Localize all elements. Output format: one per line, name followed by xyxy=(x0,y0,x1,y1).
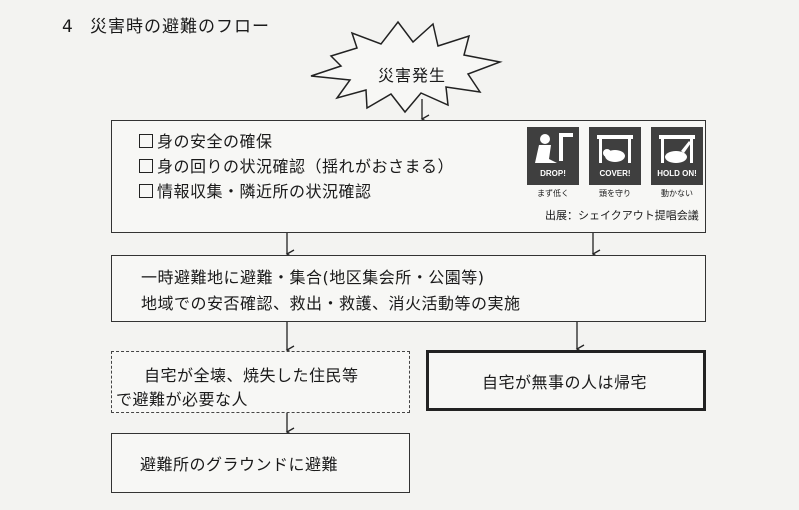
right-branch-label: 自宅が無事の人は帰宅 xyxy=(482,373,648,392)
right-branch-box xyxy=(426,350,706,411)
checkbox-icon xyxy=(139,184,153,198)
checkbox-icon xyxy=(139,134,153,148)
disaster-occurs-label: 災害発生 xyxy=(378,66,447,85)
section-title: 災害時の避難のフロー xyxy=(90,17,270,37)
step2-line-1: 一時避難地に避難・集合(地区集会所・公園等) xyxy=(141,268,485,287)
section-number: 4 xyxy=(62,17,74,37)
page-title: 4 災害時の避難のフロー xyxy=(62,12,270,37)
drop-pictogram-icon: DROP! xyxy=(527,127,579,185)
hold-on-pictogram-icon: HOLD ON! xyxy=(651,127,703,185)
final-label: 避難所のグラウンドに避難 xyxy=(140,455,339,474)
step1-item-2: 身の回りの状況確認（揺れがおさまる） xyxy=(139,153,454,177)
step1-item-3: 情報収集・隣近所の状況確認 xyxy=(139,178,372,202)
hold-on-sub-label: 動かない xyxy=(661,189,693,198)
cover-sub-label: 頭を守り xyxy=(599,189,631,198)
step1-item-1: 身の安全の確保 xyxy=(139,128,273,152)
step2-line-2: 地域での安否確認、救出・救護、消火活動等の実施 xyxy=(141,294,521,313)
step2-box xyxy=(111,255,706,322)
cover-pictogram-icon: COVER! xyxy=(589,127,641,185)
final-box xyxy=(111,433,410,493)
left-branch-line-2: で避難が必要な人 xyxy=(116,390,249,409)
disaster-burst-shape xyxy=(310,20,503,114)
left-branch-box xyxy=(111,351,410,413)
drop-sub-label: まず低く xyxy=(537,189,569,198)
source-credit: 出展：シェイクアウト提唱会議 xyxy=(545,209,699,222)
checkbox-icon xyxy=(139,159,153,173)
left-branch-line-1: 自宅が全壊、焼失した住民等 xyxy=(144,366,359,385)
